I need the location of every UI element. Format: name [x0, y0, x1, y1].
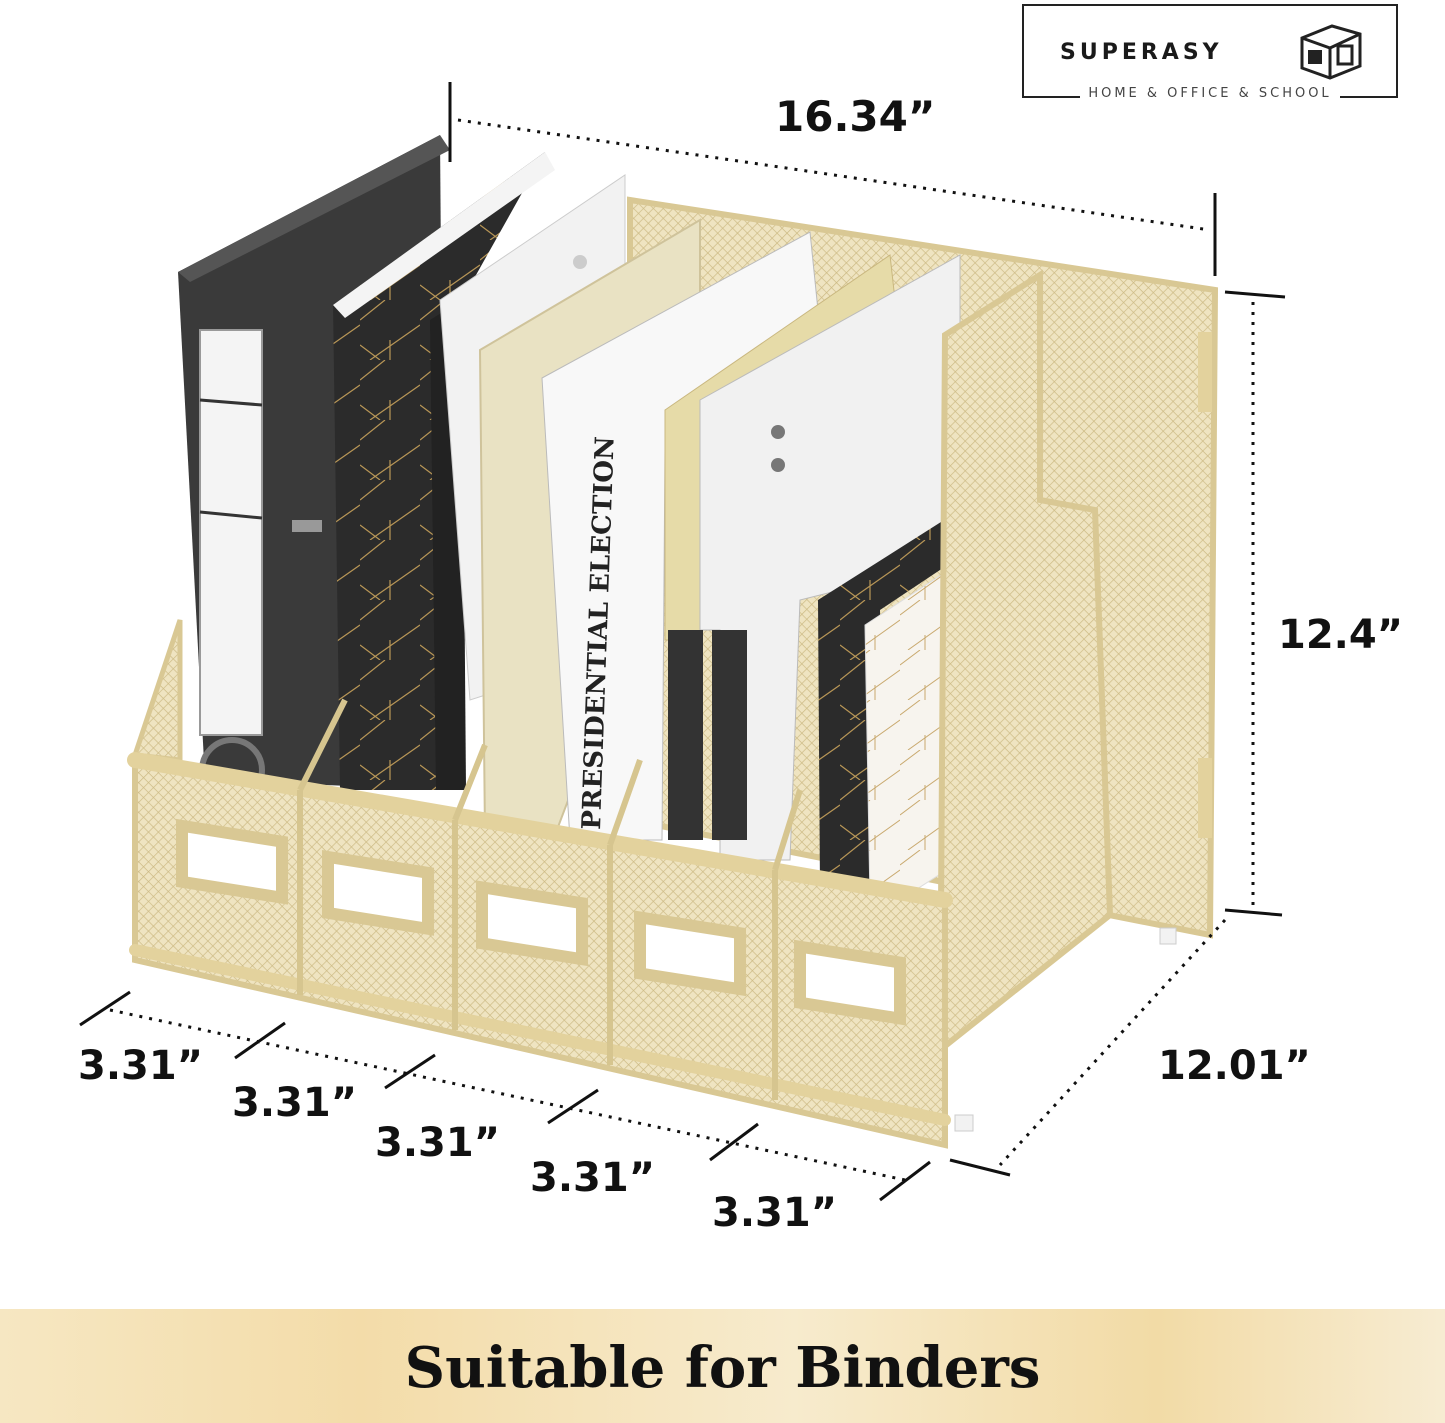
product-illustration: PRESIDENTIAL ELECTION: [79, 82, 1286, 1202]
dimension-height: 12.4”: [1278, 612, 1403, 658]
dimension-width: 16.34”: [775, 92, 936, 141]
dimension-depth: 12.01”: [1158, 1043, 1311, 1089]
slot-width-5: 3.31”: [712, 1190, 837, 1236]
label-holders: [176, 818, 906, 1026]
brand-logo: SUPERASY HOME & OFFICE & SCHOOL: [1022, 4, 1398, 101]
brand-cube-icon: [1300, 24, 1362, 80]
slot-width-3: 3.31”: [375, 1120, 500, 1166]
organizer-left-side: [131, 619, 183, 763]
slot-width-1: 3.31”: [78, 1043, 203, 1089]
brand-name: SUPERASY: [1060, 40, 1223, 65]
brand-tagline: HOME & OFFICE & SCHOOL: [1080, 86, 1340, 101]
banner-text: Suitable for Binders: [404, 1335, 1041, 1401]
bottom-banner: Suitable for Binders: [0, 1309, 1445, 1423]
slot-width-2: 3.31”: [232, 1080, 357, 1126]
slot-width-4: 3.31”: [530, 1155, 655, 1201]
